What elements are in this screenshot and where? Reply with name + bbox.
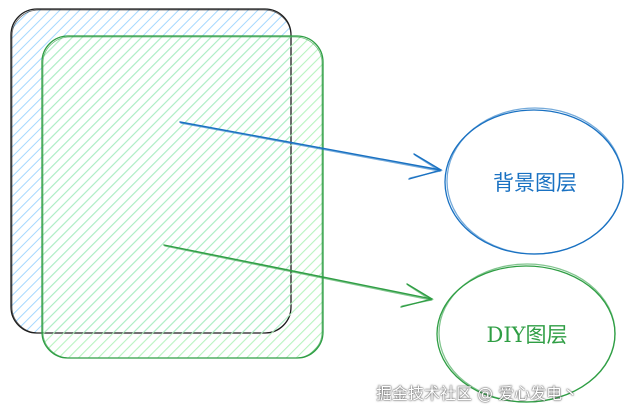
- watermark: 掘金技术社区 @ 爱心发电丶: [376, 384, 579, 403]
- diy-layer-ellipse: [436, 263, 616, 403]
- diy-layer-box: [41, 35, 324, 359]
- diy-layer-label: DIY图层: [487, 323, 568, 347]
- green-arrow: [163, 244, 434, 308]
- background-layer-ellipse: [444, 107, 624, 255]
- background-layer-label: 背景图层: [493, 171, 577, 195]
- blue-arrow: [179, 121, 443, 180]
